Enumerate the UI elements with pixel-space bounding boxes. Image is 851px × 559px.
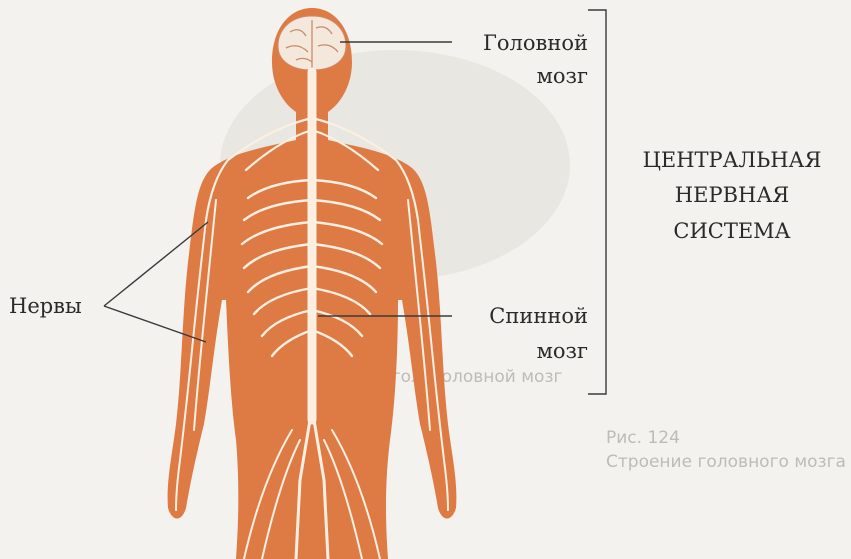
nerves-label: Нервы xyxy=(9,291,82,321)
cns-bracket xyxy=(588,10,606,394)
brain-label-line1: Головной xyxy=(483,28,588,58)
cns-label-line2: НЕРВНАЯ xyxy=(618,180,846,210)
brain-label-line2: мозг xyxy=(537,61,588,91)
cns-label-line3: СИСТЕМА xyxy=(618,216,846,246)
spinal-label-line2: мозг xyxy=(537,336,588,366)
cns-label-line1: ЦЕНТРАЛЬНАЯ xyxy=(618,145,846,175)
brain-illustration xyxy=(278,16,346,70)
spinal-label-line1: Спинной xyxy=(489,301,588,331)
